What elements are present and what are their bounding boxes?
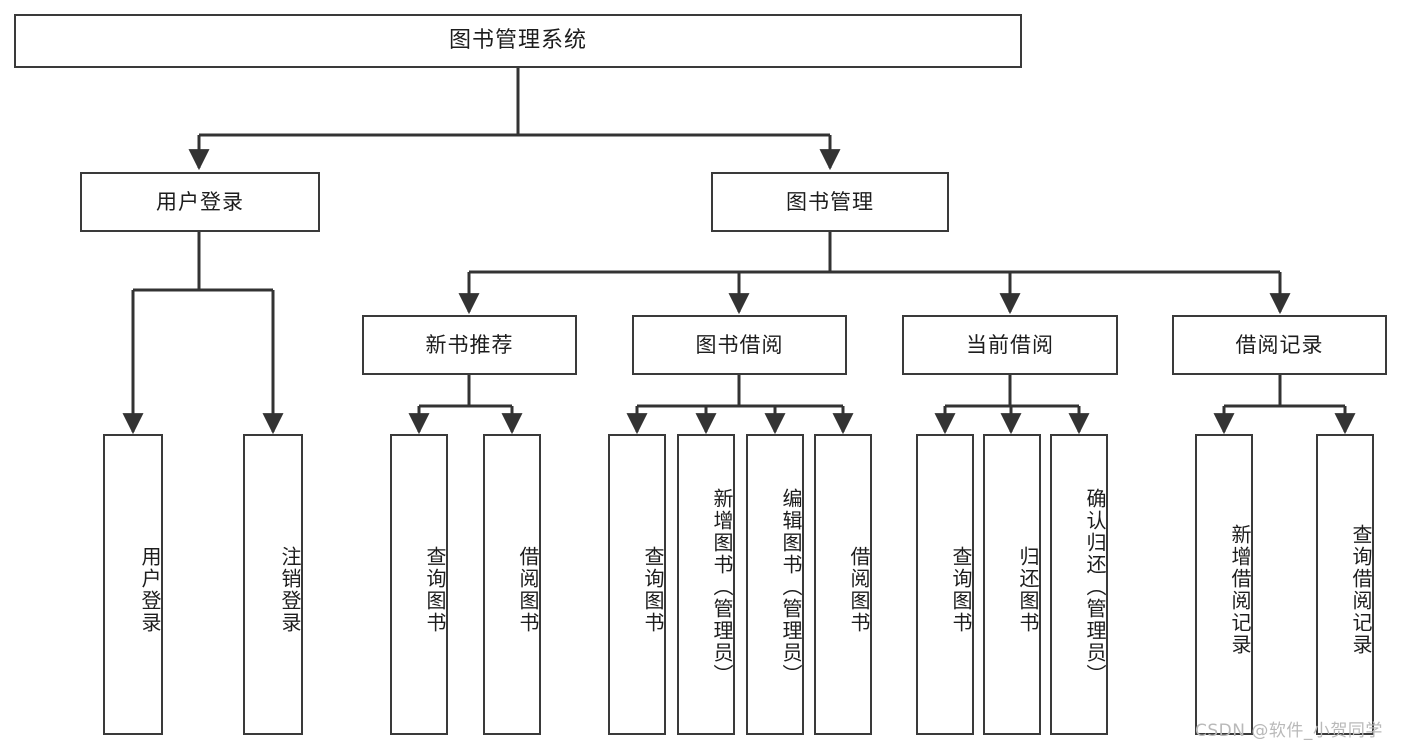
leaf-current-borrow-query-book-label: 查询图书 — [949, 545, 973, 634]
node-book-management-label: 图书管理 — [786, 189, 874, 214]
node-book-management[interactable]: 图书管理 — [711, 172, 949, 232]
node-root-book-management-system[interactable]: 图书管理系统 — [14, 14, 1022, 68]
node-user-login-label: 用户登录 — [156, 189, 244, 214]
node-current-borrow-label: 当前借阅 — [966, 332, 1054, 357]
leaf-borrow-record-add-record[interactable]: 新增借阅记录 — [1195, 434, 1253, 735]
node-borrow-record[interactable]: 借阅记录 — [1172, 315, 1387, 375]
leaf-book-borrow-edit-book-label: 编辑图书（管理员） — [779, 487, 803, 686]
leaf-book-borrow-borrow-book[interactable]: 借阅图书 — [814, 434, 872, 735]
leaf-user-login-logout-label: 注销登录 — [278, 545, 302, 634]
leaf-new-book-borrow-book-label: 借阅图书 — [516, 545, 540, 634]
leaf-user-login-login[interactable]: 用户登录 — [103, 434, 163, 735]
leaf-book-borrow-borrow-book-label: 借阅图书 — [847, 545, 871, 634]
leaf-book-borrow-query-book[interactable]: 查询图书 — [608, 434, 666, 735]
leaf-new-book-borrow-book[interactable]: 借阅图书 — [483, 434, 541, 735]
leaf-user-login-logout[interactable]: 注销登录 — [243, 434, 303, 735]
node-root-label: 图书管理系统 — [448, 28, 587, 54]
leaf-current-borrow-return-book[interactable]: 归还图书 — [983, 434, 1041, 735]
leaf-book-borrow-add-book-label: 新增图书（管理员） — [710, 487, 734, 686]
node-new-book-recommend-label: 新书推荐 — [425, 332, 514, 357]
leaf-current-borrow-confirm-return-label: 确认归还（管理员） — [1083, 487, 1107, 686]
node-book-borrow[interactable]: 图书借阅 — [632, 315, 847, 375]
leaf-book-borrow-edit-book[interactable]: 编辑图书（管理员） — [746, 434, 804, 735]
leaf-user-login-login-label: 用户登录 — [138, 545, 162, 634]
node-new-book-recommend[interactable]: 新书推荐 — [362, 315, 577, 375]
node-user-login[interactable]: 用户登录 — [80, 172, 320, 232]
leaf-current-borrow-return-book-label: 归还图书 — [1016, 545, 1040, 634]
node-current-borrow[interactable]: 当前借阅 — [902, 315, 1118, 375]
node-borrow-record-label: 借阅记录 — [1235, 332, 1324, 357]
leaf-borrow-record-query-record-label: 查询借阅记录 — [1349, 523, 1373, 656]
leaf-new-book-query-book-label: 查询图书 — [423, 545, 447, 634]
leaf-book-borrow-add-book[interactable]: 新增图书（管理员） — [677, 434, 735, 735]
node-book-borrow-label: 图书借阅 — [695, 332, 784, 357]
leaf-current-borrow-confirm-return[interactable]: 确认归还（管理员） — [1050, 434, 1108, 735]
leaf-book-borrow-query-book-label: 查询图书 — [641, 545, 665, 634]
leaf-borrow-record-add-record-label: 新增借阅记录 — [1228, 523, 1252, 656]
leaf-current-borrow-query-book[interactable]: 查询图书 — [916, 434, 974, 735]
leaf-new-book-query-book[interactable]: 查询图书 — [390, 434, 448, 735]
leaf-borrow-record-query-record[interactable]: 查询借阅记录 — [1316, 434, 1374, 735]
